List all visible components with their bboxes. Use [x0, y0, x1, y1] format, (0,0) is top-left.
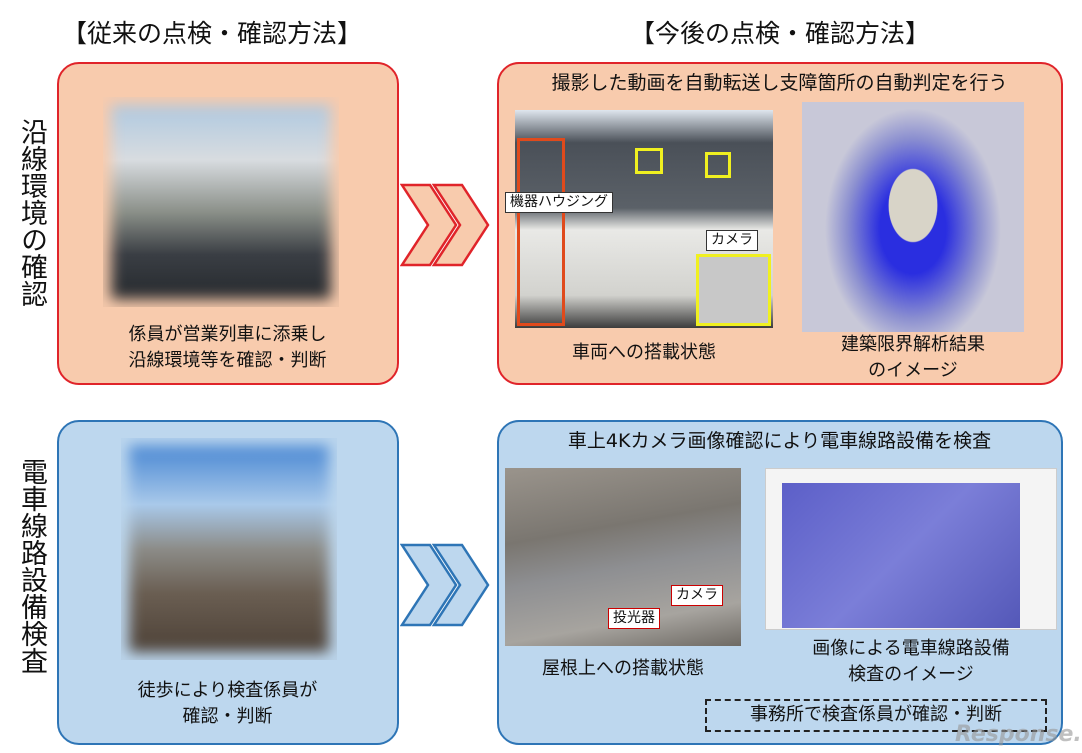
heading-future-method: 【今後の点検・確認方法】	[630, 19, 931, 48]
caption-line: 検査のイメージ	[848, 664, 974, 685]
train-cab-photo	[103, 97, 339, 307]
clearance-caption: 建築限界解析結果 のイメージ	[802, 332, 1024, 384]
roof-mounted-caption: 屋根上への搭載状態	[542, 658, 704, 679]
roof-mounted-photo: カメラ 投光器	[505, 468, 741, 646]
future-overhead-title: 車上4Kカメラ画像確認により電車線路設備を検査	[567, 430, 992, 452]
camera-highlight	[635, 148, 663, 174]
caption-line: のイメージ	[868, 360, 958, 381]
housing-highlight	[517, 138, 565, 326]
camera-closeup	[696, 254, 771, 326]
caption-line: 確認・判断	[182, 706, 273, 727]
camera-highlight	[705, 152, 731, 178]
caption-line: 画像による電車線路設備	[812, 638, 1010, 659]
current-overhead-box: 徒歩により検査係員が 確認・判断	[57, 420, 399, 745]
inspection-software-screenshot	[765, 468, 1057, 630]
caption-line: 沿線環境等を確認・判断	[128, 350, 327, 371]
clearance-analysis-image	[802, 102, 1024, 332]
heading-current-method: 【従来の点検・確認方法】	[62, 19, 363, 48]
inspection-image-view	[782, 483, 1020, 628]
camera-tag: カメラ	[671, 585, 723, 606]
office-note: 事務所で検査係員が確認・判断	[705, 699, 1047, 732]
future-overhead-box: 車上4Kカメラ画像確認により電車線路設備を検査 カメラ 投光器 屋根上への搭載状…	[497, 420, 1063, 745]
vehicle-mounted-photo: 機器ハウジング カメラ	[505, 110, 773, 328]
future-track-box: 撮影した動画を自動転送し支障箇所の自動判定を行う 機器ハウジング カメラ 車両へ…	[497, 62, 1063, 385]
row-label-track: 沿線環境の確認	[16, 118, 47, 307]
current-track-box: 係員が営業列車に添乗し 沿線環境等を確認・判断	[57, 62, 399, 385]
walking-inspection-photo	[121, 438, 337, 660]
row-label-overhead: 電車線路設備検査	[16, 458, 47, 674]
red-chevron-arrow-icon	[400, 183, 490, 267]
caption-line: 係員が営業列車に添乗し	[128, 324, 327, 345]
current-overhead-caption: 徒歩により検査係員が 確認・判断	[59, 678, 396, 730]
inspection-image-caption: 画像による電車線路設備 検査のイメージ	[765, 636, 1057, 688]
projector-tag: 投光器	[608, 608, 660, 629]
blue-chevron-arrow-icon	[400, 543, 490, 627]
vehicle-mounted-caption: 車両への搭載状態	[572, 342, 716, 363]
caption-line: 徒歩により検査係員が	[137, 680, 318, 701]
future-track-title: 撮影した動画を自動転送し支障箇所の自動判定を行う	[551, 72, 1008, 94]
watermark: Response.	[955, 722, 1082, 747]
caption-line: 建築限界解析結果	[841, 334, 985, 355]
housing-tag: 機器ハウジング	[505, 192, 613, 213]
current-track-caption: 係員が営業列車に添乗し 沿線環境等を確認・判断	[59, 322, 396, 374]
camera-tag: カメラ	[706, 230, 758, 251]
